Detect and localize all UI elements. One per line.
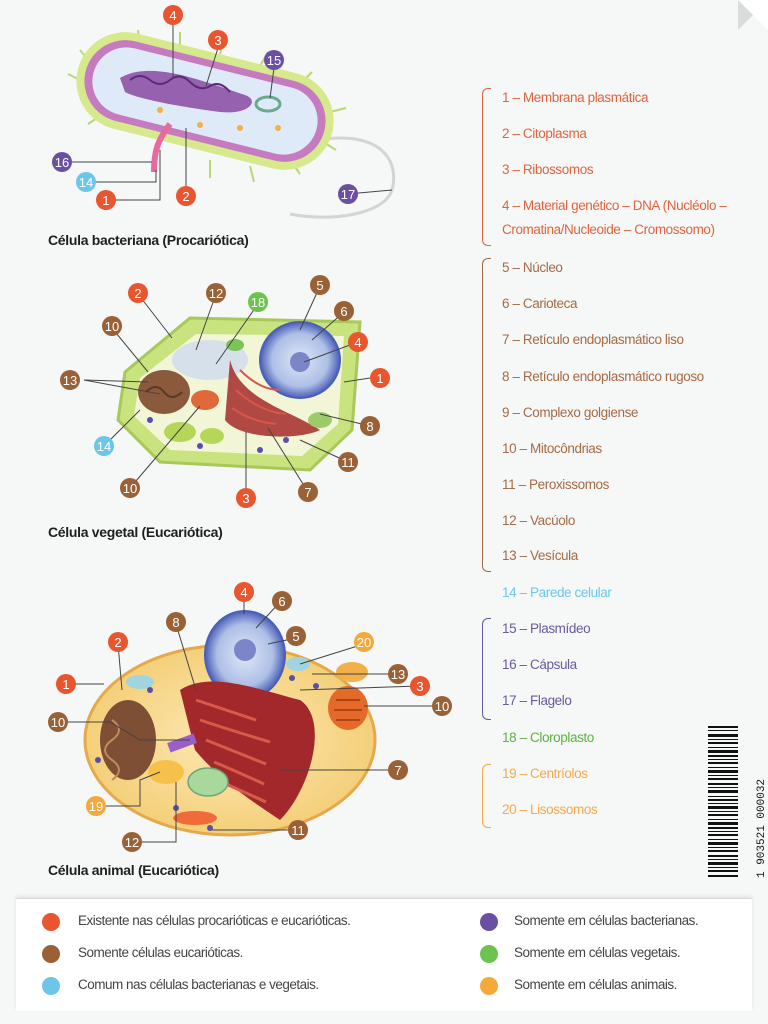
svg-text:1: 1 <box>102 193 109 208</box>
barcode: 1 903521 000032 <box>708 726 768 878</box>
svg-text:2: 2 <box>134 286 141 301</box>
brace-brown <box>482 258 491 572</box>
svg-text:12: 12 <box>125 835 139 850</box>
svg-text:2: 2 <box>182 189 189 204</box>
svg-text:15: 15 <box>267 53 281 68</box>
legend-item-4-cont: Cromatina/Nucleoide – Cromossomo) <box>502 222 715 237</box>
color-key: Existente nas células procarióticas e eu… <box>16 898 752 1011</box>
brace-orange <box>482 764 491 828</box>
key-item-purple: Somente em células bacterianas. <box>514 913 699 928</box>
legend-item-10: 10 – Mitocôndrias <box>502 441 602 456</box>
svg-text:4: 4 <box>240 585 247 600</box>
svg-text:18: 18 <box>251 295 265 310</box>
svg-text:13: 13 <box>391 667 405 682</box>
svg-text:4: 4 <box>354 335 361 350</box>
legend-item-15: 15 – Plasmídeo <box>502 621 591 636</box>
key-item-orange: Somente em células animais. <box>514 977 677 992</box>
svg-text:19: 19 <box>89 799 103 814</box>
legend-item-9: 9 – Complexo golgiense <box>502 405 639 420</box>
legend-item-12: 12 – Vacúolo <box>502 513 576 528</box>
key-dot-red <box>42 913 60 931</box>
page-corner-fold-top <box>738 0 768 30</box>
key-item-red: Existente nas células procarióticas e eu… <box>78 913 351 928</box>
svg-text:5: 5 <box>292 629 299 644</box>
svg-text:5: 5 <box>316 278 323 293</box>
legend-item-16: 16 – Cápsula <box>502 657 577 672</box>
legend-item-4: 4 – Material genético – DNA (Nucléolo – <box>502 198 727 213</box>
svg-text:10: 10 <box>51 715 65 730</box>
svg-text:2: 2 <box>114 635 121 650</box>
legend-item-7: 7 – Retículo endoplasmático liso <box>502 332 684 347</box>
svg-text:10: 10 <box>435 699 449 714</box>
legend-item-17: 17 – Flagelo <box>502 693 572 708</box>
key-dot-brown <box>42 945 60 963</box>
brace-red <box>482 88 491 246</box>
legend-item-3: 3 – Ribossomos <box>502 162 594 177</box>
key-dot-orange <box>480 977 498 995</box>
brace-purple <box>482 618 491 720</box>
svg-text:12: 12 <box>209 286 223 301</box>
legend-item-5: 5 – Núcleo <box>502 260 563 275</box>
svg-text:7: 7 <box>394 763 401 778</box>
key-dot-blue <box>42 977 60 995</box>
svg-text:3: 3 <box>242 491 249 506</box>
svg-text:7: 7 <box>304 485 311 500</box>
legend-item-1: 1 – Membrana plasmática <box>502 90 649 105</box>
svg-text:4: 4 <box>169 8 176 23</box>
svg-text:6: 6 <box>340 304 347 319</box>
key-item-green: Somente em células vegetais. <box>514 945 681 960</box>
plant-cell-title: Célula vegetal (Eucariótica) <box>48 524 223 540</box>
legend-item-8: 8 – Retículo endoplasmático rugoso <box>502 369 704 384</box>
legend-item-18: 18 – Cloroplasto <box>502 730 594 745</box>
svg-text:8: 8 <box>366 419 373 434</box>
legend-item-14: 14 – Parede celular <box>502 585 612 600</box>
animal-cell <box>83 610 377 837</box>
svg-text:16: 16 <box>55 155 69 170</box>
svg-text:3: 3 <box>416 679 423 694</box>
svg-text:10: 10 <box>123 481 137 496</box>
svg-text:17: 17 <box>341 187 355 202</box>
legend-item-20: 20 – Lisossomos <box>502 802 598 817</box>
svg-text:14: 14 <box>79 175 93 190</box>
key-item-brown: Somente células eucarióticas. <box>78 945 243 960</box>
legend-item-13: 13 – Vesícula <box>502 548 578 563</box>
legend-item-19: 19 – Centríolos <box>502 766 588 781</box>
svg-text:11: 11 <box>291 823 305 838</box>
svg-text:11: 11 <box>341 455 355 470</box>
key-dot-purple <box>480 913 498 931</box>
animal-cell-title: Célula animal (Eucariótica) <box>48 862 219 878</box>
svg-text:3: 3 <box>214 33 221 48</box>
svg-text:8: 8 <box>172 615 179 630</box>
plant-cell <box>116 316 362 472</box>
svg-text:13: 13 <box>63 373 77 388</box>
barcode-number: 1 903521 000032 <box>756 778 768 878</box>
key-dot-green <box>480 945 498 963</box>
bacterial-cell-title: Célula bacteriana (Procariótica) <box>48 232 249 248</box>
svg-text:10: 10 <box>105 319 119 334</box>
svg-text:20: 20 <box>357 635 371 650</box>
svg-text:1: 1 <box>62 677 69 692</box>
legend-item-2: 2 – Citoplasma <box>502 126 587 141</box>
svg-text:1: 1 <box>376 371 383 386</box>
svg-text:14: 14 <box>97 439 111 454</box>
number-markers: 4 3 15 16 14 1 2 17 2 12 18 5 6 4 10 13 … <box>48 5 452 852</box>
legend-item-6: 6 – Carioteca <box>502 296 578 311</box>
key-item-blue: Comum nas células bacterianas e vegetais… <box>78 977 319 992</box>
legend-item-11: 11 – Peroxissomos <box>502 477 610 492</box>
svg-text:6: 6 <box>278 594 285 609</box>
